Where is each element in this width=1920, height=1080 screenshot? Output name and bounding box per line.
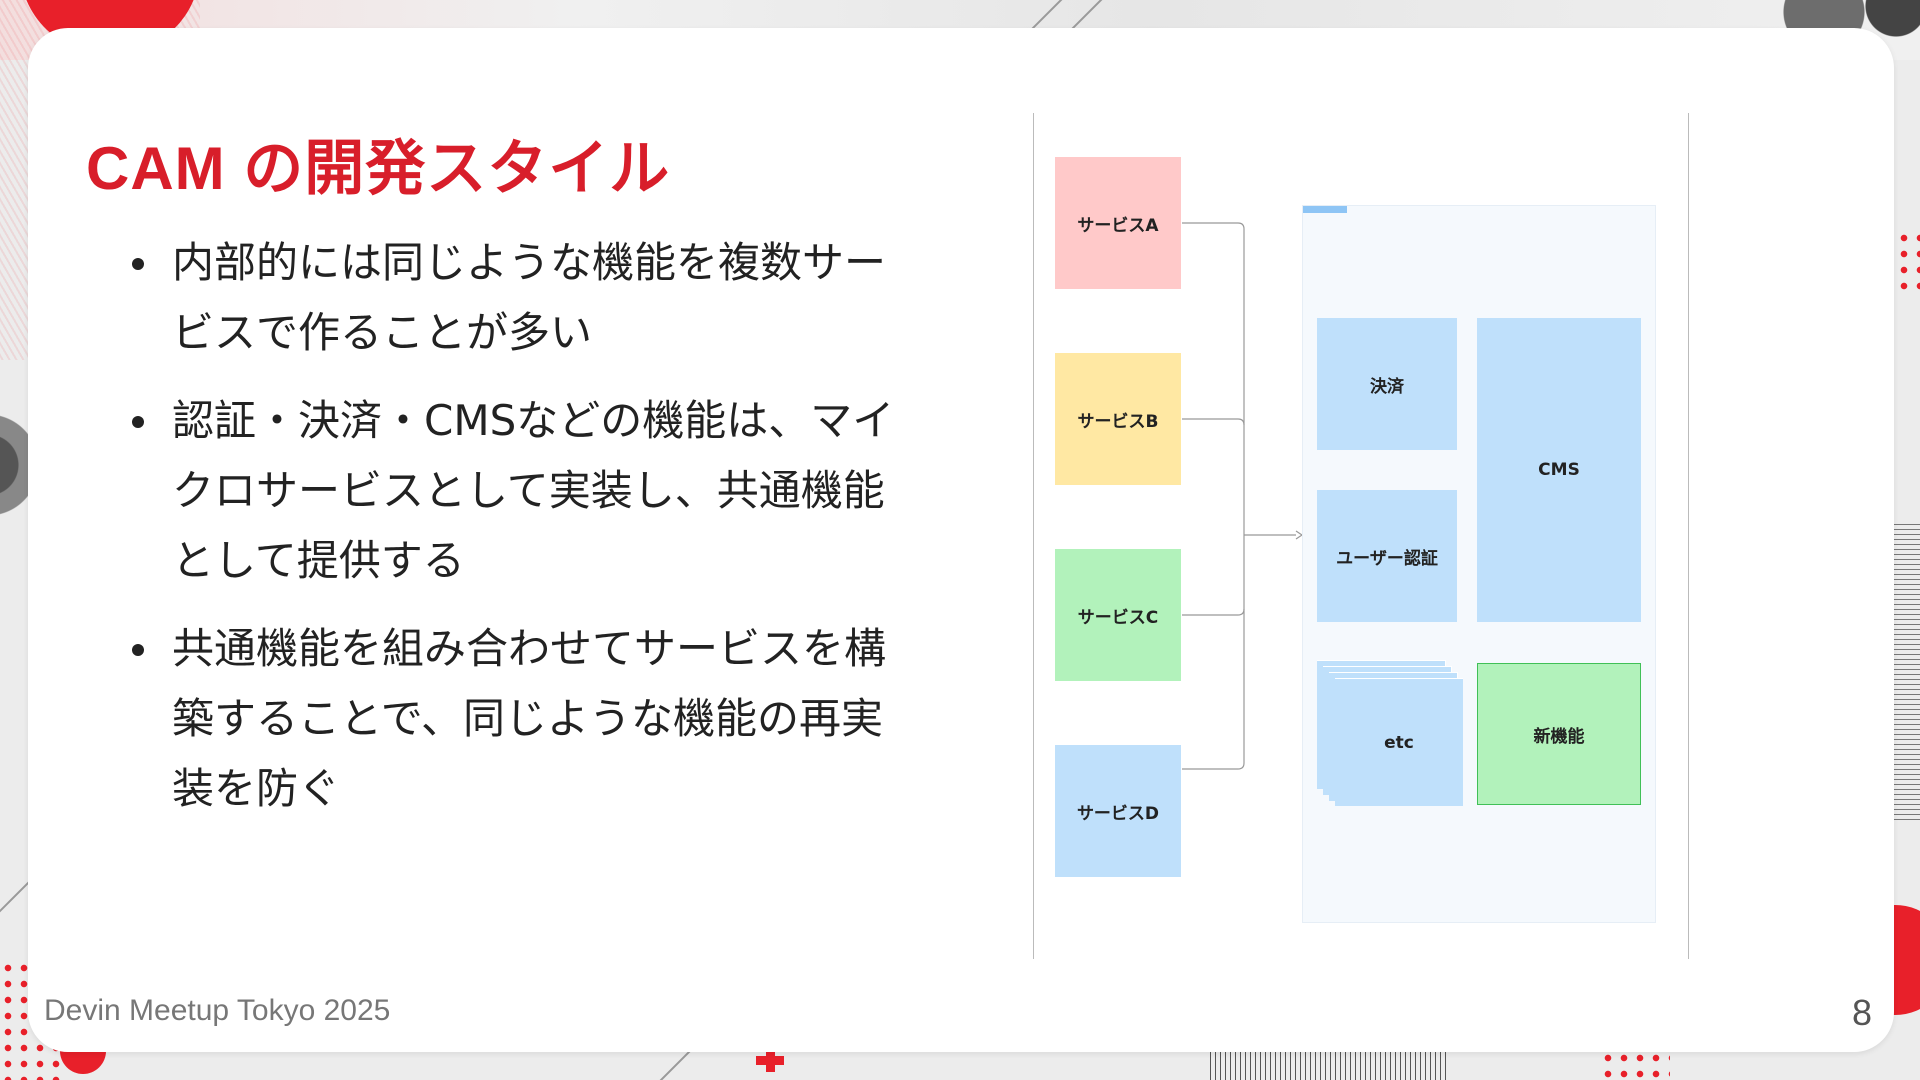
service-c-box: サービスC bbox=[1055, 549, 1181, 681]
user-auth-box: ユーザー認証 bbox=[1317, 490, 1457, 622]
architecture-diagram: サービスA サービスB サービスC サービスD 決済 CMS ユーザー認証 bbox=[1033, 113, 1689, 959]
payment-box: 決済 bbox=[1317, 318, 1457, 450]
diagram-connectors bbox=[1182, 222, 1304, 770]
bullet-item: 認証・決済・CMSなどの機能は、マイクロサービスとして実装し、共通機能として提供… bbox=[118, 386, 918, 596]
background-cross bbox=[756, 1050, 784, 1072]
service-label: サービスC bbox=[1077, 607, 1159, 628]
background-stripes bbox=[1892, 520, 1920, 820]
bullet-list: 内部的には同じような機能を複数サービスで作ることが多い 認証・決済・CMSなどの… bbox=[118, 228, 918, 842]
slide-title: CAM の開発スタイル bbox=[86, 135, 671, 202]
new-feature-box: 新機能 bbox=[1477, 663, 1641, 805]
background-dots bbox=[1600, 1050, 1670, 1080]
module-label: 新機能 bbox=[1533, 726, 1585, 747]
bullet-item: 内部的には同じような機能を複数サービスで作ることが多い bbox=[118, 228, 918, 368]
area-tag bbox=[1303, 206, 1347, 213]
slide: CAM の開発スタイル 内部的には同じような機能を複数サービスで作ることが多い … bbox=[28, 28, 1894, 1052]
service-label: サービスB bbox=[1077, 411, 1159, 432]
service-label: サービスA bbox=[1077, 215, 1159, 236]
module-label: ユーザー認証 bbox=[1336, 548, 1438, 569]
module-label: etc bbox=[1384, 732, 1414, 753]
bullet-item: 共通機能を組み合わせてサービスを構築することで、同じような機能の再実装を防ぐ bbox=[118, 614, 918, 824]
background-stripes bbox=[1210, 1050, 1450, 1080]
module-label: CMS bbox=[1538, 460, 1580, 480]
etc-box: etc bbox=[1335, 678, 1463, 806]
service-d-box: サービスD bbox=[1055, 745, 1181, 877]
background-gray-circle bbox=[0, 400, 30, 530]
page-number: 8 bbox=[1851, 992, 1872, 1033]
service-b-box: サービスB bbox=[1055, 353, 1181, 485]
shared-services-area: 決済 CMS ユーザー認証 etc 新機能 bbox=[1302, 205, 1656, 923]
service-a-box: サービスA bbox=[1055, 157, 1181, 289]
footer-event-name: Devin Meetup Tokyo 2025 bbox=[44, 994, 391, 1027]
service-label: サービスD bbox=[1076, 803, 1160, 824]
cms-box: CMS bbox=[1477, 318, 1641, 622]
module-label: 決済 bbox=[1370, 376, 1404, 397]
